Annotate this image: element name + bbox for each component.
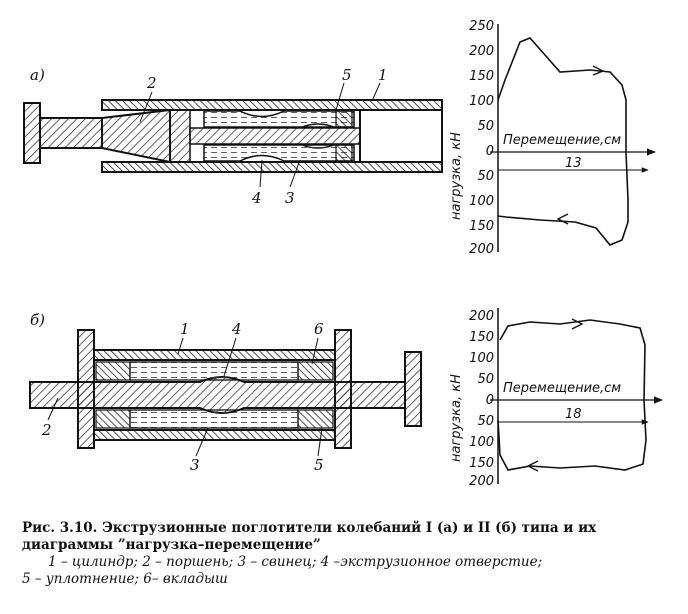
insert-b-right-bottom <box>297 409 334 429</box>
insert-b-right-top <box>297 361 334 381</box>
chart-b-displacement: 18 <box>565 407 582 422</box>
part-label-b-5: 5 <box>314 456 324 474</box>
part-label-b-4: 4 <box>231 320 242 338</box>
tick-b-m50: 50 <box>477 414 494 429</box>
tick-a-m150: 150 <box>469 219 494 234</box>
tick-a-0: 0 <box>486 144 494 159</box>
piston-core <box>189 127 361 145</box>
chart-a-loop-arrow-bottom <box>556 213 569 225</box>
part-label-3: 3 <box>285 189 295 207</box>
lead-b-top <box>129 361 299 381</box>
piston-end-plate <box>23 102 41 164</box>
tick-a-200: 200 <box>469 44 494 59</box>
part-label-b-1: 1 <box>180 320 190 338</box>
chart-b-xlabel: Перемещение,см <box>503 381 621 396</box>
part-label-4: 4 <box>251 189 262 207</box>
tick-a-m50: 50 <box>477 169 494 184</box>
tick-b-150: 150 <box>469 330 494 345</box>
tick-a-m200: 200 <box>469 242 494 257</box>
tick-b-0: 0 <box>486 393 494 408</box>
seal-a-top <box>335 110 353 128</box>
tick-a-250: 250 <box>469 19 494 34</box>
load-displacement-chart-b: 200 150 100 50 0 50 100 150 200 нагрузка… <box>449 308 663 489</box>
tick-b-100: 100 <box>469 351 494 366</box>
part-label-1: 1 <box>378 66 388 84</box>
piston-rod-b <box>29 376 406 414</box>
tick-a-150: 150 <box>469 69 494 84</box>
chart-b-loop <box>497 319 647 471</box>
chart-a-loop <box>497 37 629 246</box>
absorber-type-1: а) 2 5 1 4 3 <box>23 66 443 207</box>
tick-b-m100: 100 <box>469 435 494 450</box>
panel-label-a: а) <box>30 66 45 84</box>
chart-a-ylabel: нагрузка, кН <box>449 132 464 220</box>
chart-a-ticks-down: 50 100 150 200 <box>469 169 494 257</box>
tick-b-50: 50 <box>477 372 494 387</box>
caption-legend-line2: 5 – уплотнение; 6– вкладыш <box>22 571 228 587</box>
load-displacement-chart-a: 250 200 150 100 50 0 50 100 150 200 нагр… <box>449 19 656 257</box>
tick-a-50: 50 <box>477 119 494 134</box>
chart-b-ticks-down: 50 100 150 200 <box>469 414 494 489</box>
absorber-type-2: б) 1 4 6 2 3 5 <box>29 311 422 474</box>
tick-b-200: 200 <box>469 309 494 324</box>
part-label-b-2: 2 <box>41 421 52 439</box>
cylinder-wall-top <box>101 99 443 111</box>
lead-b-bottom <box>129 409 299 429</box>
cylinder-wall-bottom <box>101 161 443 173</box>
chart-b-loop-arrow-bottom <box>526 460 539 472</box>
chart-a-loop-arrow-top <box>592 65 605 76</box>
chart-b-ylabel: нагрузка, кН <box>449 374 464 462</box>
seal-a-bottom <box>335 144 353 162</box>
caption-legend-line1: 1 – цилиндр; 2 – поршень; 3 – свинец; 4 … <box>48 554 543 570</box>
seal-b-left-bottom <box>95 409 131 429</box>
piston-rod <box>39 117 103 149</box>
part-label-5: 5 <box>342 66 352 84</box>
panel-label-b: б) <box>30 311 45 329</box>
tick-a-100: 100 <box>469 94 494 109</box>
chart-a-xlabel: Перемещение,см <box>503 133 621 148</box>
tick-b-m150: 150 <box>469 456 494 471</box>
caption-title: Рис. 3.10. Экструзионные поглотители кол… <box>22 520 597 553</box>
part-label-b-6: 6 <box>314 320 324 338</box>
rod-end-plate-b <box>404 351 422 427</box>
chart-a-ticks-up: 250 200 150 100 50 0 <box>469 19 494 159</box>
chart-b-loop-arrow-top <box>571 318 584 330</box>
part-label-b-3: 3 <box>190 456 200 474</box>
chart-a-displacement: 13 <box>565 156 582 171</box>
piston-head <box>101 108 171 164</box>
part-label-2: 2 <box>146 74 157 92</box>
tick-b-m200: 200 <box>469 474 494 489</box>
cylinder-b-top <box>93 349 336 361</box>
seal-b-left-top <box>95 361 131 381</box>
tick-a-m100: 100 <box>469 194 494 209</box>
extrusion-orifice-a <box>239 110 285 118</box>
cylinder-b-bottom <box>93 429 336 441</box>
chart-b-ticks-up: 200 150 100 50 0 <box>469 309 494 408</box>
figure-caption: Рис. 3.10. Экструзионные поглотители кол… <box>22 520 682 588</box>
